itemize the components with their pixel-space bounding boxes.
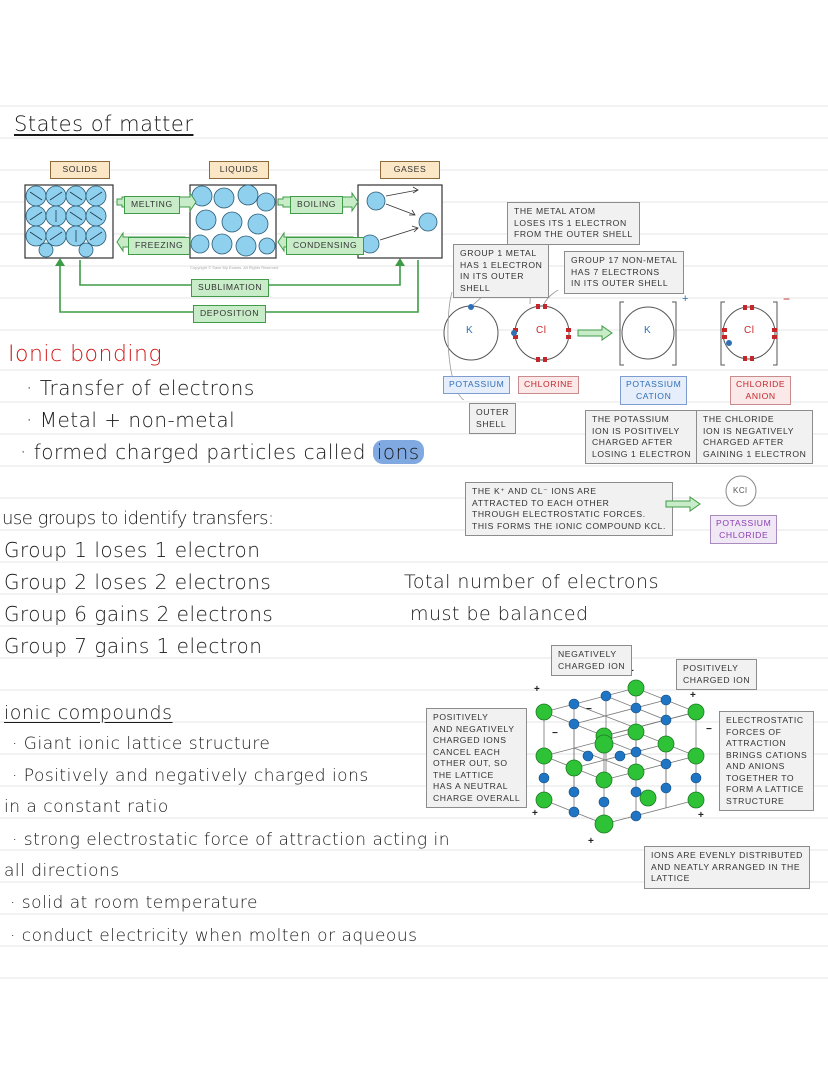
compound-bullet-4: · strong electrostatic force of attracti… [12,830,450,850]
cl-symbol: Cl [536,325,547,336]
label-potassium-chloride: POTASSIUM CHLORIDE [710,515,778,544]
label-potassium-cation: POTASSIUM CATION [620,376,688,405]
compound-bullet-7: · conduct electricity when molten or aqu… [10,926,418,946]
solids-tag: SOLIDS [50,161,110,179]
compound-bullet-3: in a constant ratio [4,797,169,817]
bonding-bullet-1: · Transfer of electrons [26,376,255,400]
condensing-label: CONDENSING [286,237,365,255]
callout-negative-ion: NEGATIVELY CHARGED ION [551,645,633,676]
bonding-bullet-3-text: · formed charged particles called [20,440,366,464]
groups-heading: use groups to identify transfers: [2,508,274,529]
callout-attraction: THE K⁺ AND Cl⁻ IONS ARE ATTRACTED TO EAC… [465,482,674,536]
k-symbol: K [466,325,474,336]
ionic-bonding-heading: Ionic bonding [8,342,163,367]
states-heading: States of matter [14,112,194,136]
bonding-bullet-2: · Metal + non-metal [26,408,236,432]
group-line-3: Group 6 gains 2 electrons [4,602,274,626]
ionic-lattice-diagram: +++ −−− +++ [532,668,712,847]
melting-label: MELTING [124,196,180,214]
boiling-label: BOILING [290,196,344,214]
label-chlorine: CHLORINE [518,376,580,394]
balance-note-1: Total number of electrons [404,571,659,593]
liquid-particles [189,184,277,259]
svg-text:+: + [698,810,704,821]
k-outer-electron [468,304,474,310]
callout-cl-ion: THE CHLORIDE ION IS NEGATIVELY CHARGED A… [696,410,814,464]
liquids-tag: LIQUIDS [209,161,269,179]
states-diagram [24,184,443,313]
callout-metal-atom: THE METAL ATOM LOSES ITS 1 ELECTRON FROM… [507,202,640,245]
cl-ion-charge: − [783,292,791,306]
compound-bullet-5: all directions [4,861,120,881]
deposition-label: DEPOSITION [193,305,267,323]
svg-text:−: − [552,728,558,739]
sublimation-label: SUBLIMATION [191,279,270,297]
callout-group17: GROUP 17 NON-METAL HAS 7 ELECTRONS IN IT… [564,251,685,294]
callout-neutral-charge: POSITIVELY AND NEGATIVELY CHARGED IONS C… [426,708,528,808]
freezing-label: FREEZING [128,237,191,255]
label-potassium: POTASSIUM [443,376,511,394]
solid-particles [24,184,114,259]
group-line-4: Group 7 gains 1 electron [4,634,263,658]
group-line-1: Group 1 loses 1 electron [4,538,261,562]
svg-text:+: + [534,684,540,695]
ions-highlight: ions [372,440,424,464]
group-line-2: Group 2 loses 2 electrons [4,570,272,594]
compound-bullet-6: · solid at room temperature [10,893,258,913]
callout-outer-shell: OUTER SHELL [469,403,517,434]
balance-note-2: must be balanced [410,603,589,625]
kcl-symbol: KCl [733,486,748,495]
svg-text:+: + [690,690,696,701]
callout-k-ion: THE POTASSIUM ION IS POSITIVELY CHARGED … [585,410,699,464]
compound-bullet-2: · Positively and negatively charged ions [12,766,369,786]
callout-positive-ion: POSITIVELY CHARGED ION [676,659,758,690]
svg-text:−: − [586,704,592,715]
svg-text:+: + [588,836,594,847]
gas-particles [357,184,443,259]
bonding-bullet-3: · formed charged particles called ions [20,440,424,464]
k-ion-symbol: K [644,325,652,336]
ionic-compounds-heading: ionic compounds [4,702,173,724]
callout-electrostatic-forces: ELECTROSTATIC FORCES OF ATTRACTION BRING… [719,711,815,811]
gases-tag: GASES [380,161,440,179]
kcl-arrow [665,496,701,512]
copyright-text: Copyright © Save My Exams. All Rights Re… [190,265,279,270]
cl-ion-symbol: Cl [744,325,755,336]
k-ion-charge: + [682,293,689,305]
svg-text:+: + [532,808,538,819]
callout-group1: GROUP 1 METAL HAS 1 ELECTRON IN ITS OUTE… [453,244,550,298]
label-chloride-anion: CHLORIDE ANION [730,376,792,405]
callout-evenly-distributed: IONS ARE EVENLY DISTRIBUTED AND NEATLY A… [644,846,810,889]
kcl-circle [725,475,757,507]
compound-bullet-1: · Giant ionic lattice structure [12,734,271,754]
svg-text:−: − [706,724,712,735]
